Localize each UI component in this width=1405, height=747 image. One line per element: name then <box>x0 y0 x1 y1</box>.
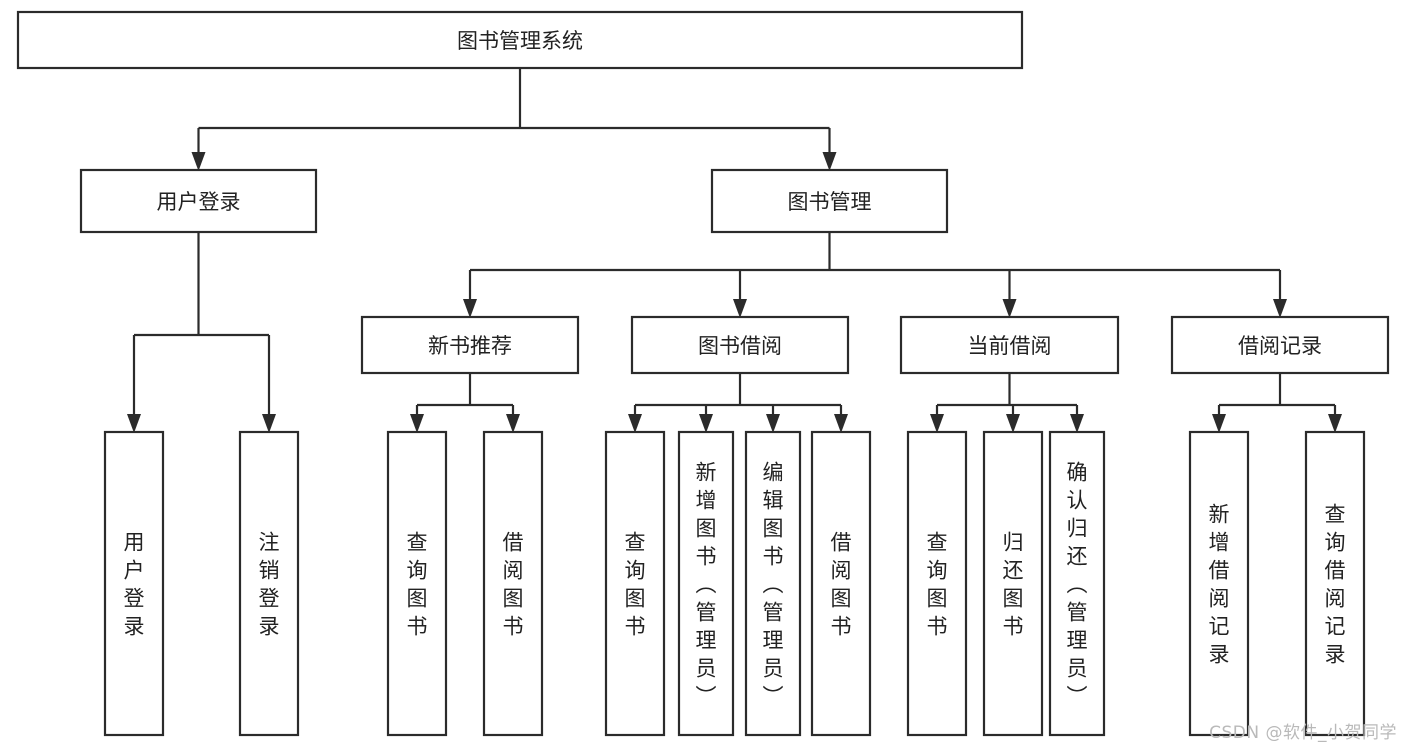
node-box[interactable] <box>1304 430 1366 737</box>
node-label: 编辑图书︵管理员︶ <box>763 460 784 708</box>
node-n_user_login[interactable]: 用户登录 <box>79 168 318 234</box>
node-l_user_login[interactable]: 用户登录 <box>103 430 165 737</box>
arrow-head <box>1006 414 1020 433</box>
node-l_borrow_book_2[interactable]: 借阅图书 <box>810 430 872 737</box>
node-box[interactable] <box>482 430 544 737</box>
arrow-head <box>1070 414 1084 433</box>
edge-group-n_book_mgmt <box>463 232 1287 318</box>
node-box[interactable] <box>906 430 968 737</box>
node-box[interactable] <box>710 168 949 234</box>
edge-group-root <box>191 68 837 171</box>
arrow-head <box>930 414 944 433</box>
node-label: 新书推荐 <box>428 334 512 358</box>
node-label: 借阅图书 <box>503 530 524 638</box>
node-n_current_borrow[interactable]: 当前借阅 <box>899 315 1120 375</box>
arrow-head <box>127 414 141 433</box>
node-n_book_mgmt[interactable]: 图书管理 <box>710 168 949 234</box>
connector-layer <box>127 68 1342 433</box>
arrow-head <box>1002 299 1017 318</box>
arrow-head <box>463 299 477 318</box>
node-box[interactable] <box>103 430 165 737</box>
node-label: 查询借阅记录 <box>1325 502 1346 666</box>
node-label: 查询图书 <box>625 530 646 638</box>
edge-group-n_borrow_record <box>1212 373 1342 433</box>
node-label: 借阅图书 <box>831 530 852 638</box>
node-n_book_borrow[interactable]: 图书借阅 <box>630 315 850 375</box>
edge-group-n_user_login <box>127 232 276 433</box>
node-box[interactable] <box>604 430 666 737</box>
arrow-head <box>1328 414 1342 433</box>
node-l_add_record[interactable]: 新增借阅记录 <box>1188 430 1250 737</box>
node-box[interactable] <box>744 430 802 737</box>
edge-group-n_new_book_rec <box>410 373 520 433</box>
node-l_edit_book[interactable]: 编辑图书︵管理员︶ <box>744 430 802 737</box>
node-n_new_book_rec[interactable]: 新书推荐 <box>360 315 580 375</box>
node-l_return_book[interactable]: 归还图书 <box>982 430 1044 737</box>
node-box[interactable] <box>16 10 1024 70</box>
node-label: 图书借阅 <box>698 334 782 358</box>
node-label: 图书管理系统 <box>457 29 583 53</box>
node-box[interactable] <box>238 430 300 737</box>
node-l_query_record[interactable]: 查询借阅记录 <box>1304 430 1366 737</box>
node-label: 借阅记录 <box>1238 334 1322 358</box>
node-n_borrow_record[interactable]: 借阅记录 <box>1170 315 1390 375</box>
node-label: 图书管理 <box>788 190 872 214</box>
arrow-head <box>1212 414 1226 433</box>
arrow-head <box>733 299 747 318</box>
node-l_query_book_1[interactable]: 查询图书 <box>386 430 448 737</box>
node-l_borrow_book_1[interactable]: 借阅图书 <box>482 430 544 737</box>
arrow-head <box>506 414 520 433</box>
node-box[interactable] <box>982 430 1044 737</box>
node-l_add_book[interactable]: 新增图书︵管理员︶ <box>677 430 735 737</box>
node-box[interactable] <box>677 430 735 737</box>
node-label: 用户登录 <box>124 530 145 638</box>
node-box[interactable] <box>360 315 580 375</box>
node-box[interactable] <box>899 315 1120 375</box>
node-box[interactable] <box>1188 430 1250 737</box>
node-label: 查询图书 <box>407 530 428 638</box>
node-label: 新增图书︵管理员︶ <box>696 460 717 708</box>
arrow-head <box>262 414 276 433</box>
node-label: 归还图书 <box>1003 530 1024 638</box>
node-box[interactable] <box>79 168 318 234</box>
node-box[interactable] <box>1048 430 1106 737</box>
node-box[interactable] <box>630 315 850 375</box>
node-l_query_book_2[interactable]: 查询图书 <box>604 430 666 737</box>
node-label: 注销登录 <box>259 530 280 638</box>
arrow-head <box>834 414 848 433</box>
node-label: 查询图书 <box>927 530 948 638</box>
arrow-head <box>191 152 206 171</box>
arrow-head <box>822 152 837 171</box>
node-label: 新增借阅记录 <box>1209 502 1230 666</box>
node-box[interactable] <box>386 430 448 737</box>
arrow-head <box>410 414 424 433</box>
node-l_logout[interactable]: 注销登录 <box>238 430 300 737</box>
node-box[interactable] <box>810 430 872 737</box>
node-layer: 图书管理系统用户登录图书管理新书推荐图书借阅当前借阅借阅记录用户登录注销登录查询… <box>16 10 1390 737</box>
node-box[interactable] <box>1170 315 1390 375</box>
arrow-head <box>766 414 780 433</box>
node-label: 确认归还︵管理员︶ <box>1067 460 1088 708</box>
node-root[interactable]: 图书管理系统 <box>16 10 1024 70</box>
node-label: 当前借阅 <box>968 334 1052 358</box>
node-l_query_book_3[interactable]: 查询图书 <box>906 430 968 737</box>
edge-group-n_book_borrow <box>628 373 848 433</box>
node-l_confirm_return[interactable]: 确认归还︵管理员︶ <box>1048 430 1106 737</box>
node-label: 用户登录 <box>157 190 241 214</box>
arrow-head <box>699 414 713 433</box>
edge-group-n_current_borrow <box>930 373 1084 433</box>
arrow-head <box>628 414 642 433</box>
arrow-head <box>1273 299 1287 318</box>
